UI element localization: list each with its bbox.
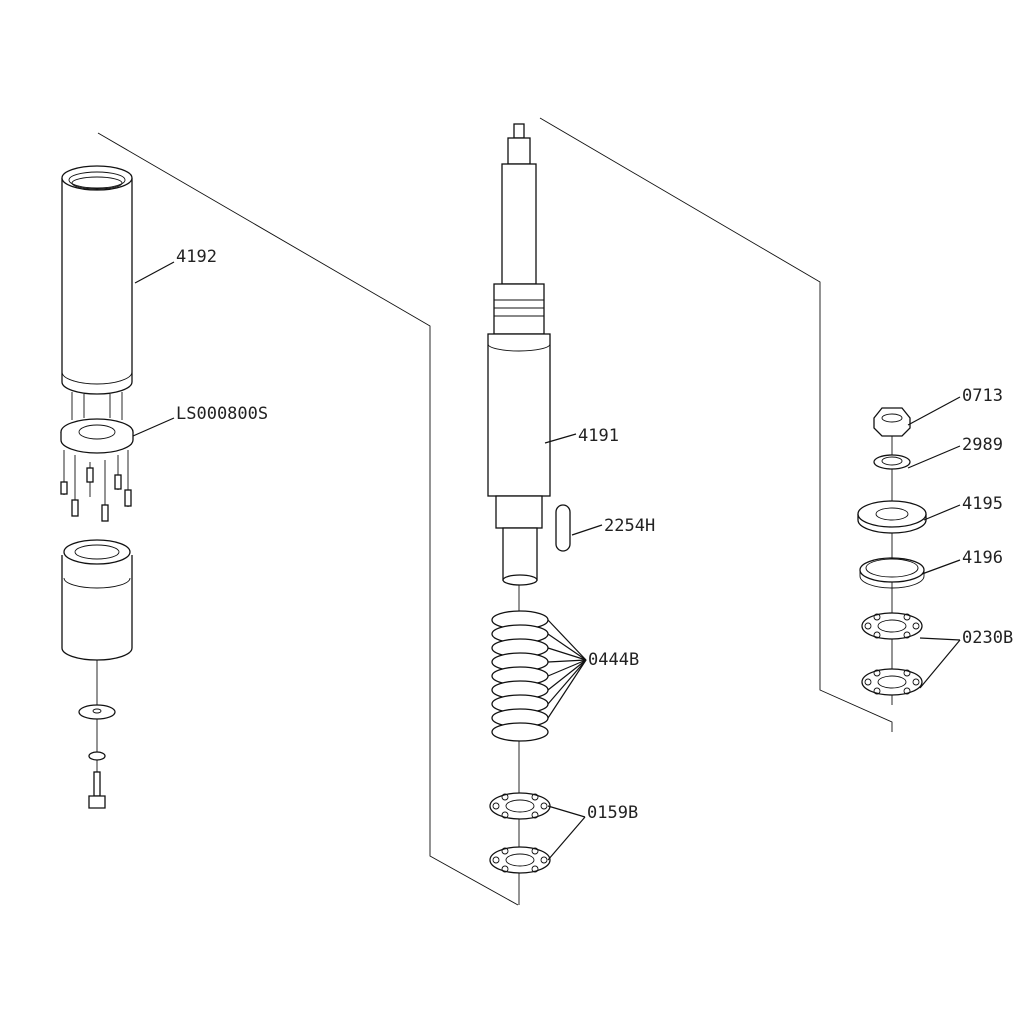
part-0713-nut (873, 407, 911, 437)
label-0713: 0713 (962, 386, 1003, 406)
part-LS000800S-flange-with-screws (60, 392, 134, 522)
part-lower-sleeve (61, 539, 133, 661)
label-4195: 4195 (962, 494, 1003, 514)
part-4196-ring (859, 557, 925, 589)
part-0159B-thrust-bearings (489, 792, 551, 874)
part-0230B-thrust-bearings (861, 612, 923, 696)
part-labels: 4192 LS000800S 4191 2254H 0444B 0159B 07… (176, 247, 1013, 823)
part-4195-bearing-plate (857, 500, 927, 534)
part-2254H-key (555, 504, 571, 552)
label-4191: 4191 (578, 426, 619, 446)
part-0444B-disc-springs (491, 610, 549, 742)
part-4191-shaft (487, 123, 551, 586)
assembly-guide-lines (96, 117, 893, 906)
part-4192-housing-tube (61, 165, 133, 395)
label-4192: 4192 (176, 247, 217, 267)
label-2254H: 2254H (604, 516, 655, 536)
label-4196: 4196 (962, 548, 1003, 568)
part-washer-and-bolt (78, 704, 116, 809)
label-2989: 2989 (962, 435, 1003, 455)
label-0444B: 0444B (588, 650, 639, 670)
label-0230B: 0230B (962, 628, 1013, 648)
label-0159B: 0159B (587, 803, 638, 823)
label-LS000800S: LS000800S (176, 404, 268, 424)
part-2989-washer (873, 454, 911, 470)
leader-lines (132, 261, 961, 861)
